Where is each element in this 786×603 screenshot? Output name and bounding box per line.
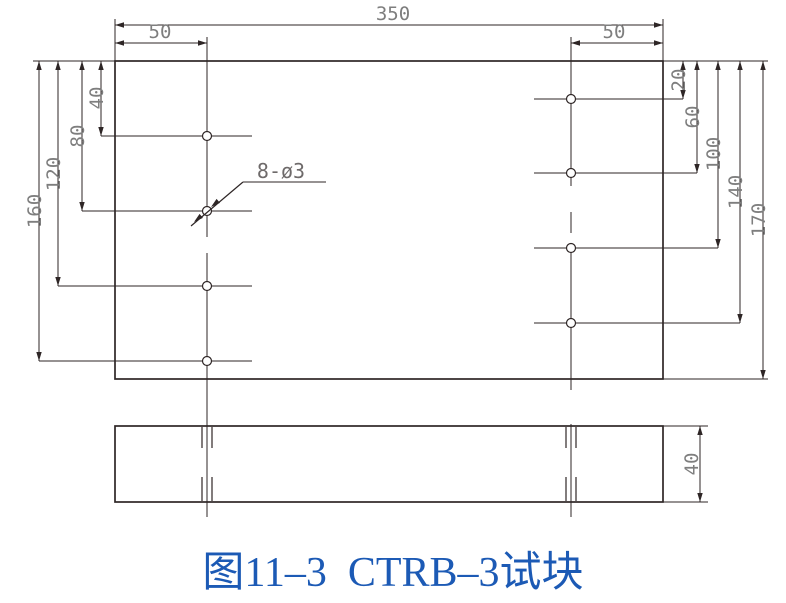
center-lines: [206, 37, 572, 517]
arrow-icon: [115, 40, 124, 46]
hole: [201, 355, 213, 367]
dim-label-left-40: 40: [86, 87, 108, 110]
dim-right-170: 170: [748, 61, 770, 379]
arrow-icon: [760, 61, 766, 70]
arrow-icon: [79, 202, 85, 211]
arrow-icon: [55, 277, 61, 286]
dim-right-100: 100: [703, 61, 725, 248]
hole-row-lines: [39, 98, 740, 362]
hole-callout-label: 8-ø3: [257, 159, 305, 183]
dim-label-right-100: 100: [703, 137, 725, 171]
arrow-icon: [194, 213, 203, 222]
figure-caption: 图11–3 CTRB–3试块: [202, 550, 584, 596]
hole: [565, 167, 577, 179]
arrow-icon: [737, 314, 743, 323]
arrow-icon: [715, 61, 721, 70]
dim-right-60: 60: [682, 61, 704, 173]
arrow-icon: [36, 352, 42, 361]
arrow-icon: [697, 426, 703, 435]
arrow-icon: [697, 493, 703, 502]
dim-label-left-80: 80: [67, 125, 89, 148]
dim-left-hole-offset: 50: [115, 21, 207, 46]
arrow-icon: [198, 40, 207, 46]
hole: [565, 242, 577, 254]
arrow-icon: [211, 198, 220, 207]
dim-label-left-hole-offset: 50: [149, 21, 172, 43]
front-view-outline: [114, 60, 664, 380]
arrow-icon: [694, 61, 700, 70]
arrow-icon: [36, 61, 42, 70]
dim-total-width: 350: [115, 3, 663, 28]
arrow-icon: [55, 61, 61, 70]
dim-label-right-20: 20: [668, 69, 690, 92]
arrow-icon: [737, 61, 743, 70]
arrow-icon: [79, 61, 85, 70]
arrow-icon: [715, 239, 721, 248]
dim-label-left-160: 160: [24, 194, 46, 228]
technical-drawing-canvas: 350 50 50 40 80 120 160: [24, 3, 770, 517]
hole: [201, 130, 213, 142]
arrow-icon: [654, 40, 663, 46]
arrow-icon: [680, 61, 686, 70]
dim-label-right-60: 60: [682, 106, 704, 129]
dim-right-hole-offset: 50: [571, 21, 663, 46]
dim-plate-thickness: 40: [681, 426, 703, 502]
hole: [201, 205, 213, 217]
dim-left-80: 80: [67, 61, 89, 211]
dim-label-left-120: 120: [43, 157, 65, 191]
arrow-icon: [680, 90, 686, 99]
hole-callout: 8-ø3: [190, 159, 326, 227]
side-view-outline: [114, 425, 664, 503]
dim-right-140: 140: [725, 61, 747, 323]
arrow-icon: [571, 40, 580, 46]
arrow-icon: [98, 61, 104, 70]
dim-right-20: 20: [668, 61, 690, 99]
dim-label-right-140: 140: [725, 175, 747, 209]
arrow-icon: [694, 164, 700, 173]
arrow-icon: [115, 22, 124, 28]
dim-label-plate-thickness: 40: [681, 453, 703, 476]
hidden-hole-lines: [201, 427, 577, 501]
dim-left-160: 160: [24, 61, 46, 361]
arrow-icon: [760, 370, 766, 379]
dim-label-right-170: 170: [748, 203, 770, 237]
dim-label-total-width: 350: [376, 3, 410, 25]
holes: [201, 93, 577, 367]
hole: [201, 280, 213, 292]
dim-left-120: 120: [43, 61, 65, 286]
arrow-icon: [98, 127, 104, 136]
arrow-icon: [654, 22, 663, 28]
hole: [565, 317, 577, 329]
hole: [565, 93, 577, 105]
dim-left-40: 40: [86, 61, 108, 136]
extension-lines: [33, 19, 768, 503]
dim-label-right-hole-offset: 50: [603, 21, 626, 43]
